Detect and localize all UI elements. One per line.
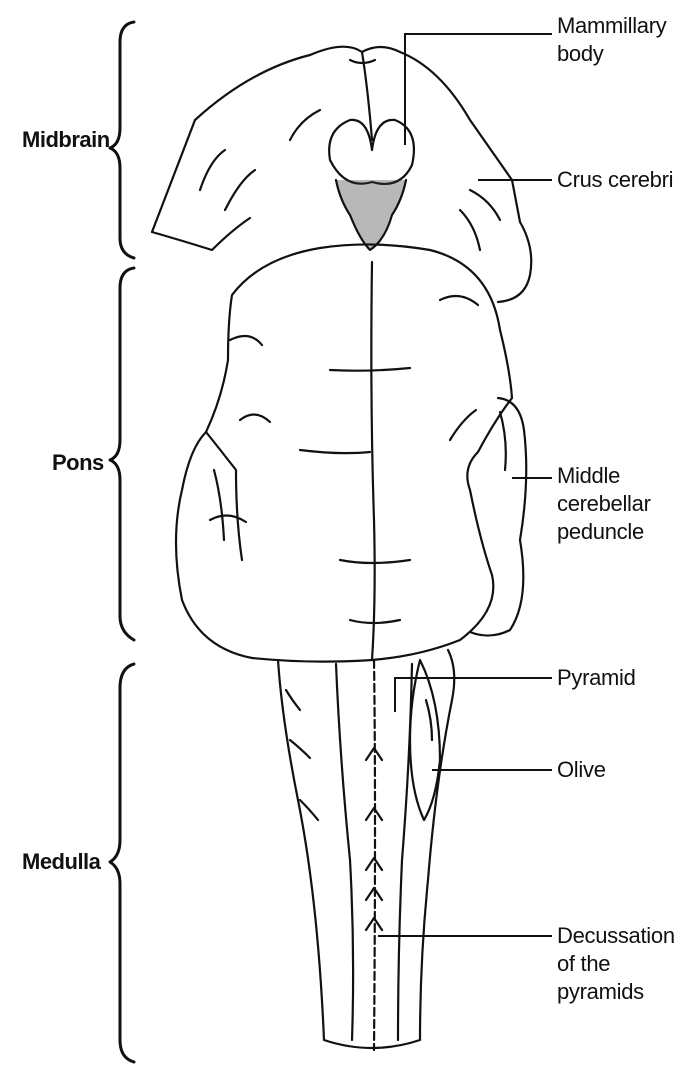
mammillary-body-label: Mammillary body — [557, 12, 666, 68]
decussation-label: Decussation of the pyramids — [557, 922, 675, 1006]
pons-brace — [110, 268, 134, 640]
basilar-sulcus — [371, 262, 374, 660]
pyramid-label: Pyramid — [557, 664, 636, 692]
anterior-median-fissure — [374, 660, 375, 1050]
pyramid-left-border — [336, 664, 353, 1040]
mammillary-body-leader — [405, 34, 552, 145]
middle-cerebellar-peduncle-label: Middle cerebellar peduncle — [557, 462, 651, 546]
midbrain-brace — [110, 22, 134, 258]
crus-left-inner — [152, 218, 250, 250]
olive-label: Olive — [557, 756, 606, 784]
middle-cerebellar-peduncle-right — [470, 398, 526, 636]
medulla-brace — [110, 664, 134, 1062]
pyramid-leader — [395, 678, 552, 712]
pons-label: Pons — [52, 449, 104, 477]
interpeduncular-fossa — [336, 180, 406, 250]
crus-cerebri-outline — [152, 47, 531, 302]
crus-cerebri-label: Crus cerebri — [557, 166, 673, 194]
medulla-label: Medulla — [22, 848, 100, 876]
midbrain-label: Midbrain — [22, 126, 110, 154]
